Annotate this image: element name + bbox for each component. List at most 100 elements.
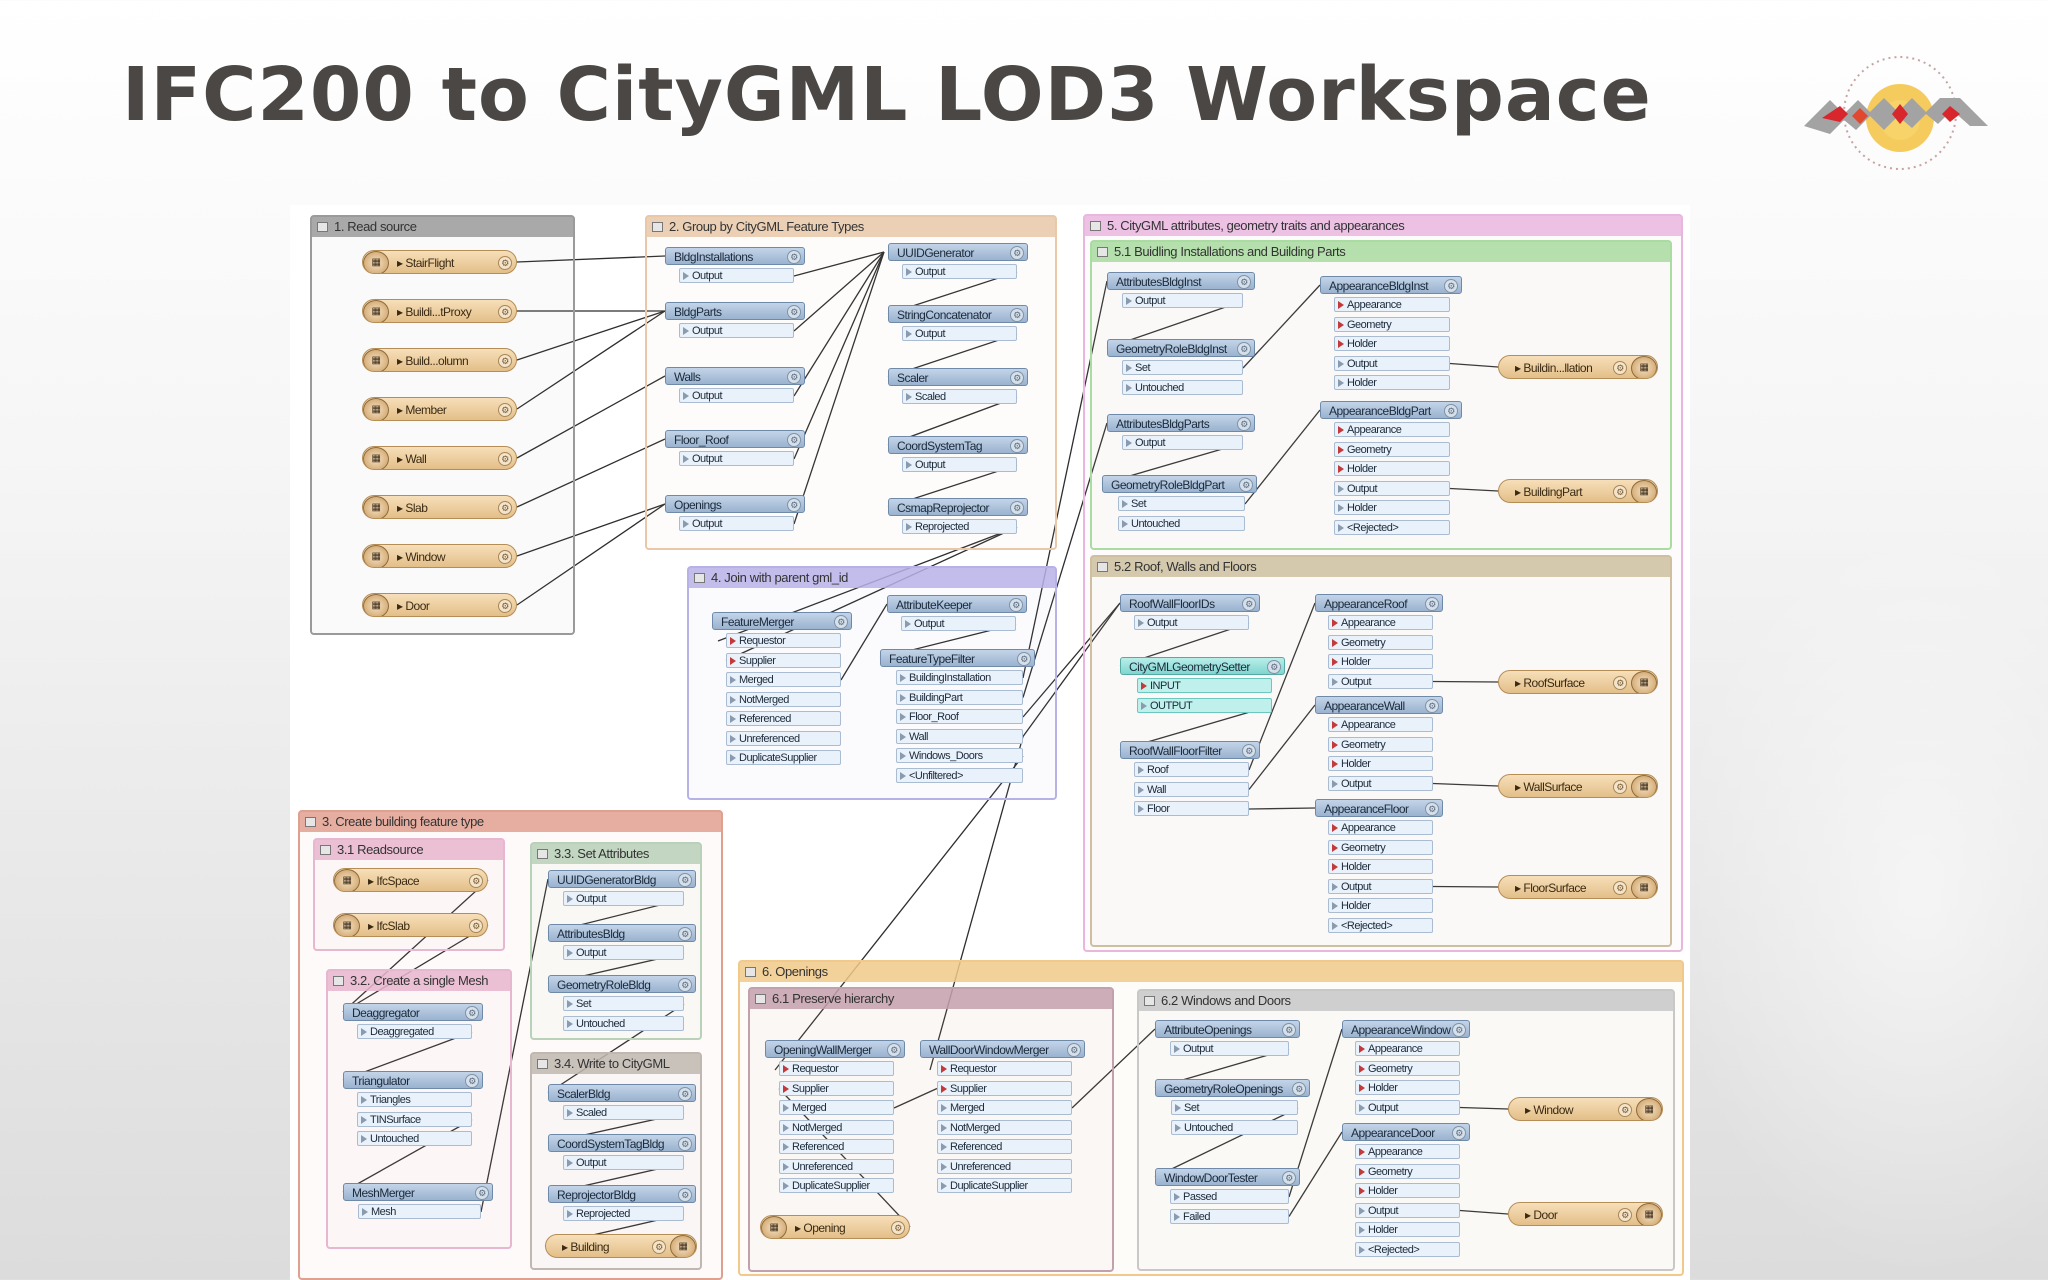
transformer-roofwallfloorfilter[interactable]: RoofWallFloorFilter⚙ <box>1120 741 1260 759</box>
reader-ifcslab[interactable]: ▦▸ IfcSlab⚙ <box>333 913 488 937</box>
reader-slab[interactable]: ▦▸ Slab⚙ <box>362 495 517 519</box>
transformer-appearancewall[interactable]: AppearanceWall⚙ <box>1315 696 1443 714</box>
gear-icon[interactable]: ⚙ <box>834 615 848 629</box>
gear-icon[interactable]: ⚙ <box>1010 371 1024 385</box>
gear-icon[interactable]: ⚙ <box>1237 342 1251 356</box>
gear-icon[interactable]: ⚙ <box>1017 652 1031 666</box>
gear-icon[interactable]: ⚙ <box>498 305 512 319</box>
gear-icon[interactable]: ⚙ <box>498 452 512 466</box>
writer-buildingpart[interactable]: ▸ BuildingPart⚙▦ <box>1498 479 1658 503</box>
transformer-appearancebldgpart[interactable]: AppearanceBldgPart⚙ <box>1320 401 1462 419</box>
gear-icon[interactable]: ⚙ <box>1282 1023 1296 1037</box>
gear-icon[interactable]: ⚙ <box>787 433 801 447</box>
transformer-openings[interactable]: Openings⚙ <box>665 495 805 513</box>
reader-ifcspace[interactable]: ▦▸ IfcSpace⚙ <box>333 868 488 892</box>
writer-buildin-llation[interactable]: ▸ Buildin...llation⚙▦ <box>1498 355 1658 379</box>
gear-icon[interactable]: ⚙ <box>1010 308 1024 322</box>
gear-icon[interactable]: ⚙ <box>1067 1043 1081 1057</box>
transformer-scaler[interactable]: Scaler⚙ <box>888 368 1028 386</box>
transformer-walls[interactable]: Walls⚙ <box>665 367 805 385</box>
gear-icon[interactable]: ⚙ <box>787 250 801 264</box>
gear-icon[interactable]: ⚙ <box>465 1074 479 1088</box>
transformer-openingwallmerger[interactable]: OpeningWallMerger⚙ <box>765 1040 905 1058</box>
gear-icon[interactable]: ⚙ <box>1613 485 1627 499</box>
reader-door[interactable]: ▦▸ Door⚙ <box>362 593 517 617</box>
gear-icon[interactable]: ⚙ <box>891 1221 905 1235</box>
gear-icon[interactable]: ⚙ <box>678 1137 692 1151</box>
gear-icon[interactable]: ⚙ <box>1242 597 1256 611</box>
writer-wallsurface[interactable]: ▸ WallSurface⚙▦ <box>1498 774 1658 798</box>
gear-icon[interactable]: ⚙ <box>475 1186 489 1200</box>
transformer-attributesbldginst[interactable]: AttributesBldgInst⚙ <box>1107 272 1255 290</box>
gear-icon[interactable]: ⚙ <box>465 1006 479 1020</box>
gear-icon[interactable]: ⚙ <box>787 370 801 384</box>
gear-icon[interactable]: ⚙ <box>498 403 512 417</box>
transformer-coordsystemtagbldg[interactable]: CoordSystemTagBldg⚙ <box>548 1134 696 1152</box>
transformer-attributeopenings[interactable]: AttributeOpenings⚙ <box>1155 1020 1300 1038</box>
transformer-uuidgenerator[interactable]: UUIDGenerator⚙ <box>888 243 1028 261</box>
writer-floorsurface[interactable]: ▸ FloorSurface⚙▦ <box>1498 875 1658 899</box>
gear-icon[interactable]: ⚙ <box>678 978 692 992</box>
transformer-csmapreprojector[interactable]: CsmapReprojector⚙ <box>888 498 1028 516</box>
gear-icon[interactable]: ⚙ <box>498 501 512 515</box>
transformer-geometryrolebldg[interactable]: GeometryRoleBldg⚙ <box>548 975 696 993</box>
transformer-geometryrolebldginst[interactable]: GeometryRoleBldgInst⚙ <box>1107 339 1255 357</box>
gear-icon[interactable]: ⚙ <box>1010 439 1024 453</box>
transformer-featuretypefilter[interactable]: FeatureTypeFilter⚙ <box>880 649 1035 667</box>
gear-icon[interactable]: ⚙ <box>1267 660 1281 674</box>
gear-icon[interactable]: ⚙ <box>887 1043 901 1057</box>
transformer-featuremerger[interactable]: FeatureMerger⚙ <box>712 612 852 630</box>
gear-icon[interactable]: ⚙ <box>678 1087 692 1101</box>
transformer-windowdoortester[interactable]: WindowDoorTester⚙ <box>1155 1168 1300 1186</box>
gear-icon[interactable]: ⚙ <box>1010 246 1024 260</box>
transformer-citygmlgeometrysetter[interactable]: CityGMLGeometrySetter⚙ <box>1120 657 1285 675</box>
gear-icon[interactable]: ⚙ <box>498 256 512 270</box>
writer-roofsurface[interactable]: ▸ RoofSurface⚙▦ <box>1498 670 1658 694</box>
transformer-attributesbldgparts[interactable]: AttributesBldgParts⚙ <box>1107 414 1255 432</box>
reader-buildi-tproxy[interactable]: ▦▸ Buildi...tProxy⚙ <box>362 299 517 323</box>
transformer-triangulator[interactable]: Triangulator⚙ <box>343 1071 483 1089</box>
transformer-attributekeeper[interactable]: AttributeKeeper⚙ <box>887 595 1027 613</box>
gear-icon[interactable]: ⚙ <box>1242 744 1256 758</box>
reader-stairflight[interactable]: ▦▸ StairFlight⚙ <box>362 250 517 274</box>
gear-icon[interactable]: ⚙ <box>1425 699 1439 713</box>
gear-icon[interactable]: ⚙ <box>787 305 801 319</box>
transformer-roofwallfloorids[interactable]: RoofWallFloorIDs⚙ <box>1120 594 1260 612</box>
transformer-appearancedoor[interactable]: AppearanceDoor⚙ <box>1342 1123 1470 1141</box>
gear-icon[interactable]: ⚙ <box>1282 1171 1296 1185</box>
transformer-stringconcatenator[interactable]: StringConcatenator⚙ <box>888 305 1028 323</box>
gear-icon[interactable]: ⚙ <box>787 498 801 512</box>
gear-icon[interactable]: ⚙ <box>498 599 512 613</box>
reader-build-olumn[interactable]: ▦▸ Build...olumn⚙ <box>362 348 517 372</box>
transformer-geometryrolebldgpart[interactable]: GeometryRoleBldgPart⚙ <box>1102 475 1257 493</box>
writer-window[interactable]: ▸ Window⚙▦ <box>1508 1097 1663 1121</box>
transformer-appearancewindow[interactable]: AppearanceWindow⚙ <box>1342 1020 1470 1038</box>
gear-icon[interactable]: ⚙ <box>498 550 512 564</box>
gear-icon[interactable]: ⚙ <box>1425 597 1439 611</box>
gear-icon[interactable]: ⚙ <box>678 1188 692 1202</box>
transformer-meshmerger[interactable]: MeshMerger⚙ <box>343 1183 493 1201</box>
transformer-reprojectorbldg[interactable]: ReprojectorBldg⚙ <box>548 1185 696 1203</box>
transformer-deaggregator[interactable]: Deaggregator⚙ <box>343 1003 483 1021</box>
gear-icon[interactable]: ⚙ <box>1452 1023 1466 1037</box>
gear-icon[interactable]: ⚙ <box>1292 1082 1306 1096</box>
gear-icon[interactable]: ⚙ <box>1618 1103 1632 1117</box>
transformer-appearancefloor[interactable]: AppearanceFloor⚙ <box>1315 799 1443 817</box>
reader-wall[interactable]: ▦▸ Wall⚙ <box>362 446 517 470</box>
reader-member[interactable]: ▦▸ Member⚙ <box>362 397 517 421</box>
gear-icon[interactable]: ⚙ <box>1425 802 1439 816</box>
gear-icon[interactable]: ⚙ <box>1613 780 1627 794</box>
gear-icon[interactable]: ⚙ <box>1452 1126 1466 1140</box>
reader-window[interactable]: ▦▸ Window⚙ <box>362 544 517 568</box>
transformer-floor-roof[interactable]: Floor_Roof⚙ <box>665 430 805 448</box>
gear-icon[interactable]: ⚙ <box>1444 279 1458 293</box>
gear-icon[interactable]: ⚙ <box>1010 501 1024 515</box>
gear-icon[interactable]: ⚙ <box>678 873 692 887</box>
reader-opening[interactable]: ▦▸ Opening⚙ <box>760 1215 910 1239</box>
transformer-scalerbldg[interactable]: ScalerBldg⚙ <box>548 1084 696 1102</box>
writer-building[interactable]: ▸ Building⚙▦ <box>545 1234 697 1258</box>
gear-icon[interactable]: ⚙ <box>1613 361 1627 375</box>
gear-icon[interactable]: ⚙ <box>652 1240 666 1254</box>
gear-icon[interactable]: ⚙ <box>1613 676 1627 690</box>
transformer-bldgparts[interactable]: BldgParts⚙ <box>665 302 805 320</box>
